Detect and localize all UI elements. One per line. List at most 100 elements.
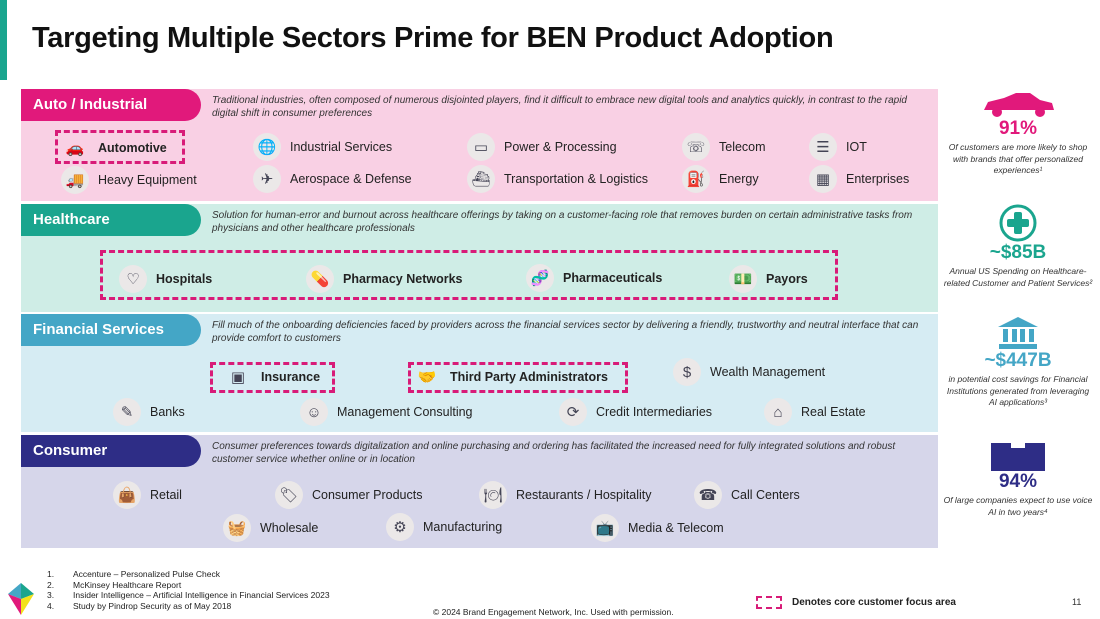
sector-item-pharmaceuticals: 🧬Pharmaceuticals bbox=[526, 264, 662, 292]
tv-icon: 📺 bbox=[591, 514, 619, 542]
sector-item-wealth-management: $Wealth Management bbox=[673, 358, 825, 386]
sector-item-automotive: 🚗Automotive bbox=[61, 134, 167, 162]
phone-icon: ☏ bbox=[682, 133, 710, 161]
section-healthcare: Healthcare Solution for human-error and … bbox=[21, 204, 938, 312]
safe-icon: ▣ bbox=[230, 369, 246, 386]
focus-area-box bbox=[210, 362, 335, 393]
sector-item-management-consulting: ☺Management Consulting bbox=[300, 398, 473, 426]
sector-item-iot: ☰IOT bbox=[809, 133, 867, 161]
car-icon: 🚗 bbox=[65, 140, 85, 157]
section-description: Fill much of the onboarding deficiencies… bbox=[212, 320, 919, 344]
sector-item-heavy-equipment: 🚚Heavy Equipment bbox=[61, 166, 197, 194]
stat-value: 91% bbox=[998, 118, 1038, 139]
sector-item-manufacturing: ⚙Manufacturing bbox=[386, 513, 502, 541]
copyright-notice: © 2024 Brand Engagement Network, Inc. Us… bbox=[433, 607, 674, 617]
company-logo bbox=[8, 583, 34, 615]
database-icon: ☰ bbox=[809, 133, 837, 161]
section-label: Consumer bbox=[21, 435, 201, 467]
section-auto-industrial: Auto / Industrial Traditional industries… bbox=[21, 89, 938, 201]
focus-area-box bbox=[55, 130, 185, 164]
tag-icon: 🏷 bbox=[275, 481, 303, 509]
airplane-icon: ✈ bbox=[253, 165, 281, 193]
basket-icon: 🧺 bbox=[223, 514, 251, 542]
sports-car-icon bbox=[984, 93, 1054, 117]
sector-item-wholesale: 🧺Wholesale bbox=[223, 514, 318, 542]
sector-item-consumer-products: 🏷Consumer Products bbox=[275, 481, 422, 509]
sector-item-retail: 👜Retail bbox=[113, 481, 182, 509]
headset-24h-icon: ☎ bbox=[694, 481, 722, 509]
sector-item-hospitals: ♡Hospitals bbox=[119, 265, 212, 293]
handshake-icon: 🤝 bbox=[417, 369, 437, 386]
section-description: Solution for human-error and burnout acr… bbox=[212, 210, 913, 234]
section-financial-services: Financial Services Fill much of the onbo… bbox=[21, 314, 938, 432]
section-label: Auto / Industrial bbox=[21, 89, 201, 121]
stat-description: Annual US Spending on Healthcare-related… bbox=[943, 266, 1093, 288]
stat-auto: 91% Of customers are more likely to shop… bbox=[943, 92, 1093, 177]
stat-financial: ~$447B in potential cost savings for Fin… bbox=[943, 316, 1093, 409]
pills-icon: 💊 bbox=[306, 265, 334, 293]
footnote: 4.Study by Pindrop Security as of May 20… bbox=[47, 600, 232, 611]
stat-description: Of customers are more likely to shop wit… bbox=[948, 142, 1088, 175]
sector-item-telecom: ☏Telecom bbox=[682, 133, 766, 161]
sector-item-aerospace-defense: ✈Aerospace & Defense bbox=[253, 165, 412, 193]
sector-item-energy: ⛽Energy bbox=[682, 165, 759, 193]
office-buildings-icon bbox=[991, 443, 1045, 471]
sector-item-real-estate: ⌂Real Estate bbox=[764, 398, 866, 426]
section-consumer: Consumer Consumer preferences towards di… bbox=[21, 435, 938, 548]
focus-area-box bbox=[100, 250, 838, 300]
section-label: Healthcare bbox=[21, 204, 201, 236]
stat-consumer: 94% Of large companies expect to use voi… bbox=[943, 441, 1093, 518]
money-hands-icon: $ bbox=[673, 358, 701, 386]
globe-hands-icon: 🌐 bbox=[253, 133, 281, 161]
focus-area-legend: Denotes core customer focus area bbox=[756, 596, 956, 609]
sector-item-payors: 💵Payors bbox=[729, 265, 808, 293]
footnotes: 1.Accenture – Personalized Pulse Check 2… bbox=[47, 569, 330, 611]
sector-item-banks: ✎Banks bbox=[113, 398, 185, 426]
sector-item-media-telecom: 📺Media & Telecom bbox=[591, 514, 724, 542]
title-accent-bar bbox=[0, 0, 7, 80]
dna-icon: 🧬 bbox=[526, 264, 554, 292]
sector-item-credit-intermediaries: ⟳Credit Intermediaries bbox=[559, 398, 712, 426]
consulting-icon: ☺ bbox=[300, 398, 328, 426]
dashed-box-icon bbox=[756, 596, 782, 609]
stat-value: ~$85B bbox=[989, 242, 1047, 263]
oil-pump-icon: ⛽ bbox=[682, 165, 710, 193]
footnote: 2.McKinsey Healthcare Report bbox=[47, 579, 182, 590]
house-icon: ⌂ bbox=[764, 398, 792, 426]
sector-item-call-centers: ☎Call Centers bbox=[694, 481, 800, 509]
bank-icon bbox=[998, 317, 1038, 349]
sector-item-industrial-services: 🌐Industrial Services bbox=[253, 133, 392, 161]
section-description: Traditional industries, often composed o… bbox=[212, 95, 907, 119]
ship-icon: ⛴ bbox=[467, 165, 495, 193]
footnote: 3.Insider Intelligence – Artificial Inte… bbox=[47, 590, 330, 600]
truck-icon: 🚚 bbox=[61, 166, 89, 194]
stat-description: in potential cost savings for Financial … bbox=[946, 374, 1090, 407]
section-label: Financial Services bbox=[21, 314, 201, 346]
dollar-cycle-icon: ⟳ bbox=[559, 398, 587, 426]
battery-icon: ▭ bbox=[467, 133, 495, 161]
footnote: 1.Accenture – Personalized Pulse Check bbox=[47, 569, 220, 579]
sector-item-third-party-administrators: 🤝Third Party Administrators bbox=[413, 363, 608, 391]
money-icon: 💵 bbox=[729, 265, 757, 293]
sector-item-power-processing: ▭Power & Processing bbox=[467, 133, 617, 161]
stat-description: Of large companies expect to use voice A… bbox=[943, 495, 1093, 517]
waiter-icon: 🍽 bbox=[479, 481, 507, 509]
shopping-bag-icon: 👜 bbox=[113, 481, 141, 509]
check-icon: ✎ bbox=[113, 398, 141, 426]
stat-healthcare: ~$85B Annual US Spending on Healthcare-r… bbox=[943, 204, 1093, 289]
page-title: Targeting Multiple Sectors Prime for BEN… bbox=[32, 22, 834, 54]
building-icon: ▦ bbox=[809, 165, 837, 193]
sector-item-restaurants-hospitality: 🍽Restaurants / Hospitality bbox=[479, 481, 651, 509]
stat-value: ~$447B bbox=[984, 350, 1052, 371]
sector-item-pharmacy-networks: 💊Pharmacy Networks bbox=[306, 265, 463, 293]
sector-item-enterprises: ▦Enterprises bbox=[809, 165, 909, 193]
conveyor-icon: ⚙ bbox=[386, 513, 414, 541]
focus-area-box bbox=[408, 362, 628, 393]
stat-value: 94% bbox=[998, 471, 1038, 492]
medical-cross-icon bbox=[999, 204, 1037, 242]
heart-medical-icon: ♡ bbox=[119, 265, 147, 293]
page-number: 11 bbox=[1072, 597, 1082, 607]
sector-item-insurance: ▣Insurance bbox=[224, 363, 320, 391]
section-description: Consumer preferences towards digitalizat… bbox=[212, 441, 896, 465]
sector-item-transportation-logistics: ⛴Transportation & Logistics bbox=[467, 165, 648, 193]
